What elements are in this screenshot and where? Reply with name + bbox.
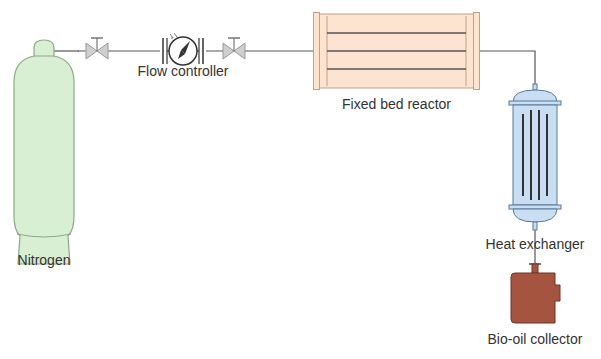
valve-symbol bbox=[223, 38, 245, 59]
equipment-label: Fixed bed reactor bbox=[342, 96, 451, 112]
gas-cylinder-outline bbox=[10, 38, 78, 266]
valve-symbol bbox=[86, 38, 108, 59]
gas-cylinder: Nitrogen bbox=[10, 38, 78, 266]
heat-exchanger: Heat exchanger bbox=[505, 84, 565, 230]
equipment-label: Bio-oil collector bbox=[488, 331, 583, 347]
equipment-label: Heat exchanger bbox=[486, 236, 585, 252]
collector-vessel: Bio-oil collector bbox=[507, 263, 563, 325]
fixed-bed-reactor: Fixed bed reactor bbox=[313, 12, 480, 90]
heat-exchanger-outline bbox=[505, 84, 565, 230]
equipment-label: Nitrogen bbox=[18, 252, 71, 268]
pipe-stub bbox=[54, 50, 79, 51]
collector-vessel-outline bbox=[507, 263, 563, 325]
equipment-label: Flow controller bbox=[137, 63, 228, 79]
pipe-line bbox=[480, 51, 535, 84]
fixed-bed-reactor-outline bbox=[313, 12, 480, 90]
pipe-line bbox=[206, 50, 313, 51]
flow-controller-symbol: Flow controller bbox=[160, 32, 206, 70]
